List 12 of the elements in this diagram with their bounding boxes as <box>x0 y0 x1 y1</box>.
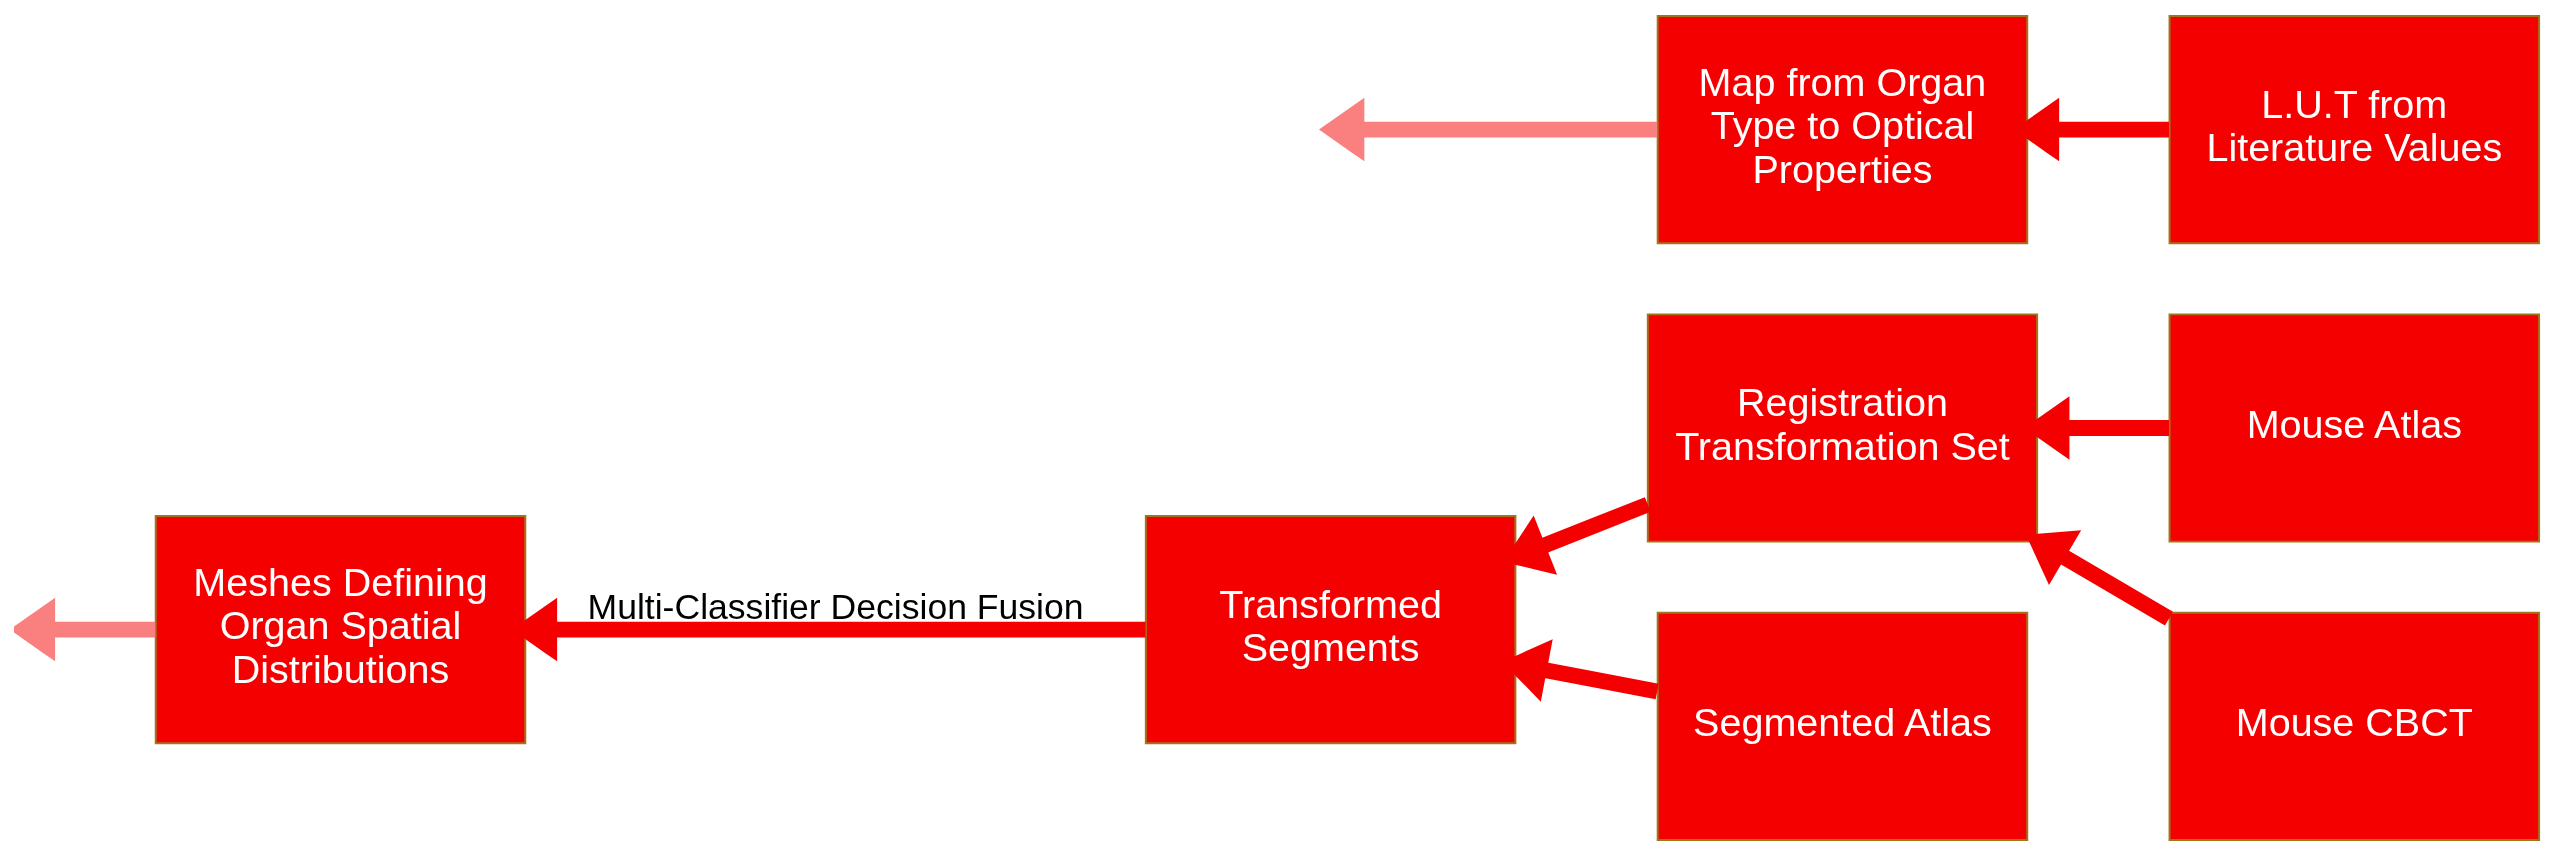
node-box: Map from Organ Type to Optical Properties <box>1656 14 2028 245</box>
node-box: Segmented Atlas <box>1656 611 2028 842</box>
edge-label: Multi-Classifier Decision Fusion <box>587 586 1084 627</box>
node-box: Meshes Defining Organ Spatial Distributions <box>154 514 526 745</box>
arrow <box>13 597 155 662</box>
node-box: Registration Transformation Set <box>1646 313 2038 543</box>
arrow <box>1318 97 1657 162</box>
node-box: Mouse CBCT <box>2168 611 2540 842</box>
node-box: Mouse Atlas <box>2168 313 2540 543</box>
node-box: L.U.T from Literature Values <box>2168 14 2540 245</box>
arrow <box>2025 530 2173 626</box>
node-box: Transformed Segments <box>1144 514 1516 745</box>
